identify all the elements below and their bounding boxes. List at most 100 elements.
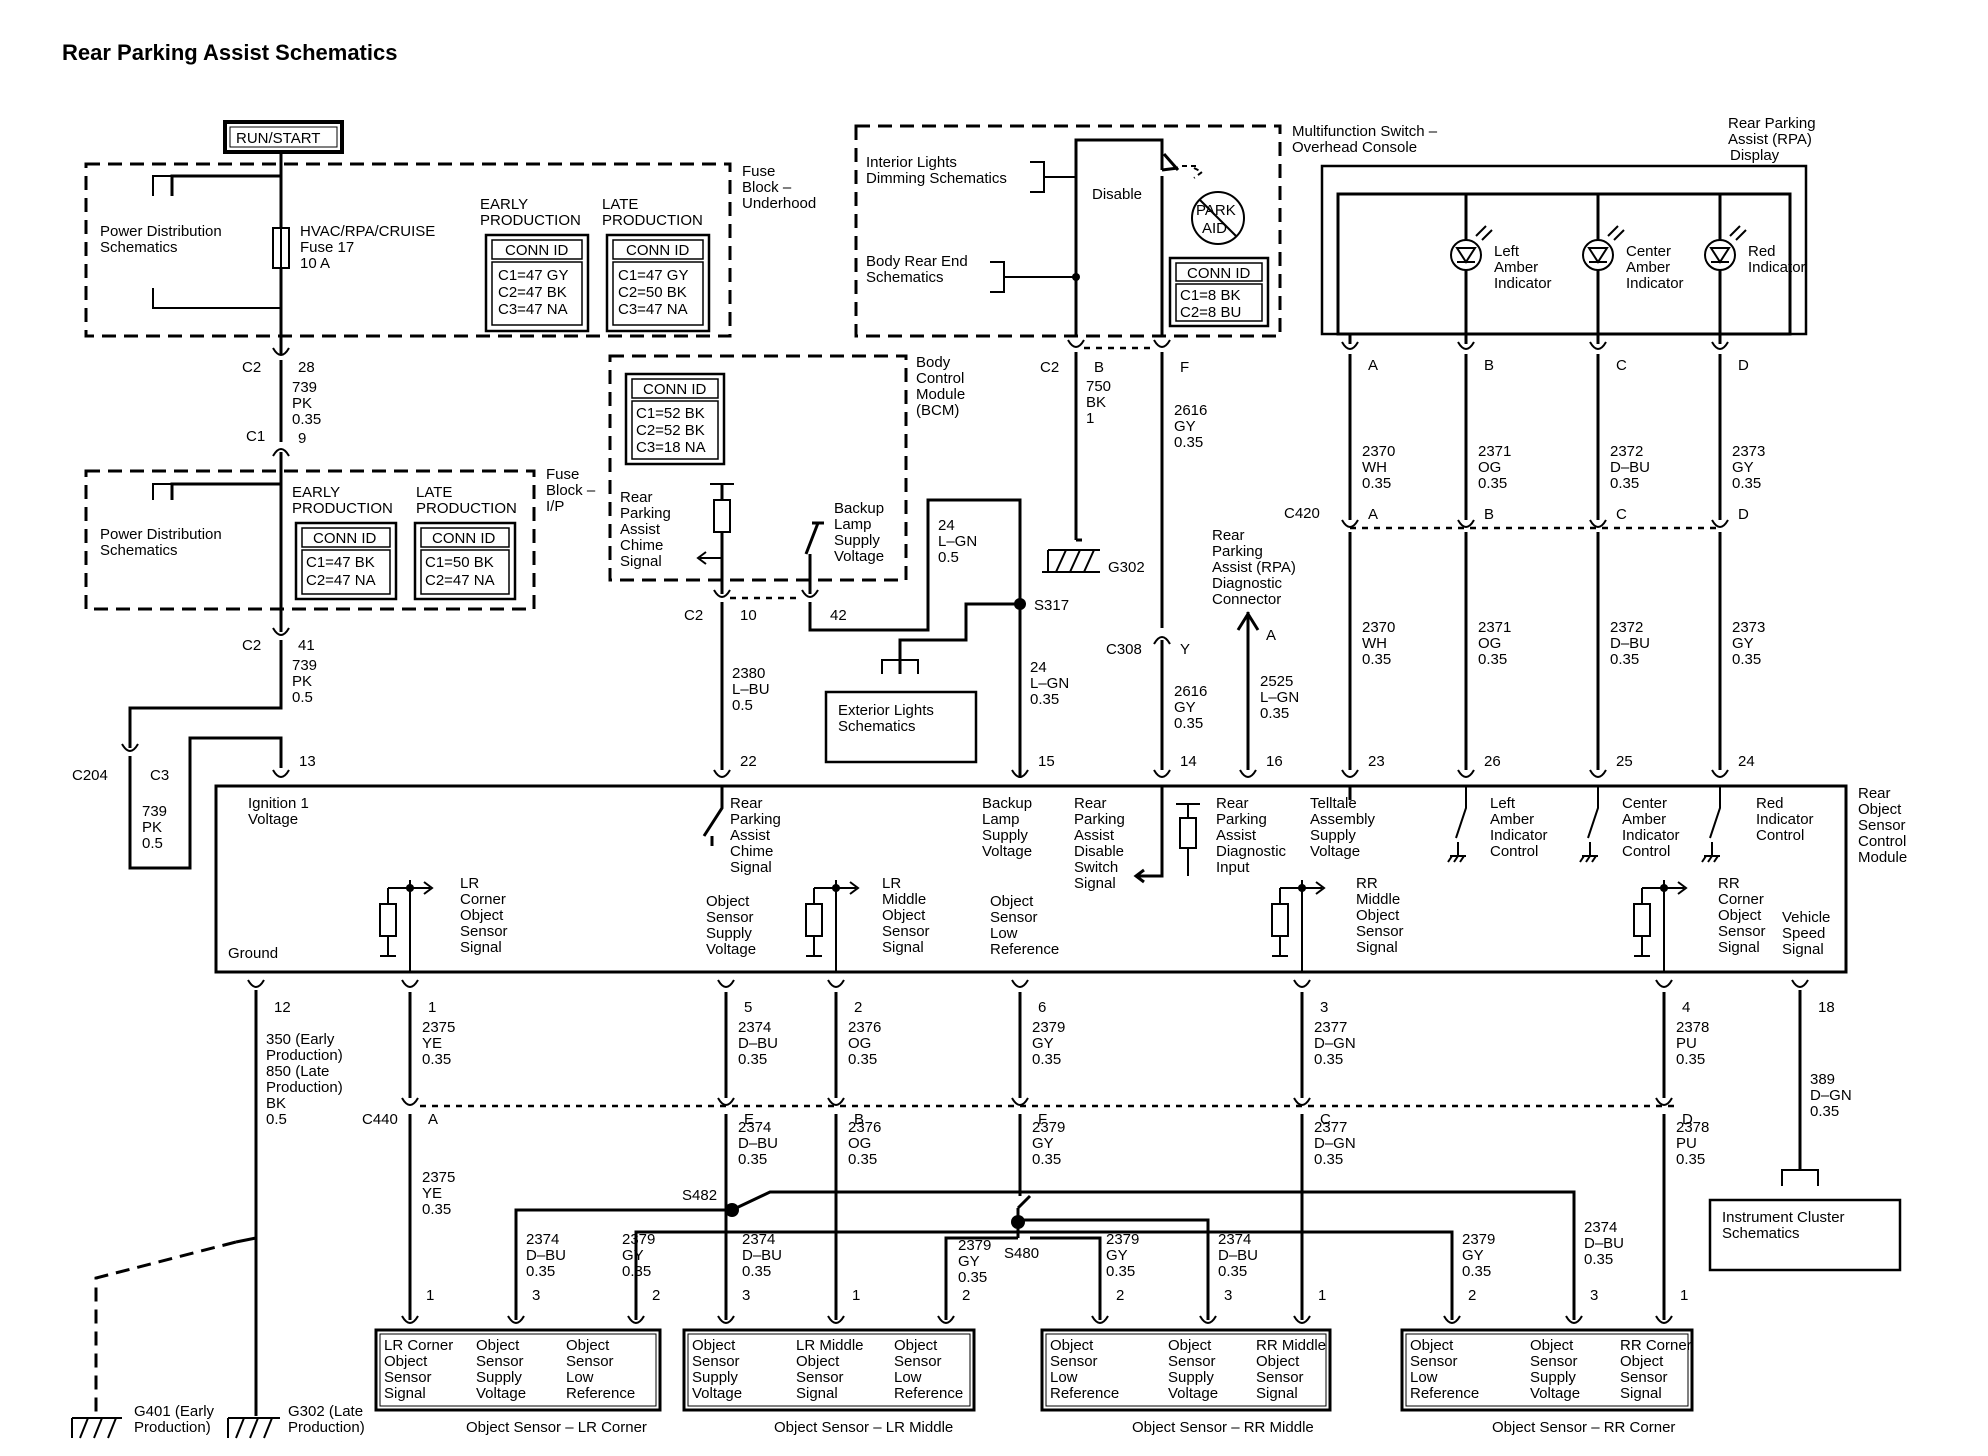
module-vss-label: Vehicle Speed Signal: [1782, 909, 1830, 958]
svg-text:Low: Low: [1410, 1369, 1438, 1386]
svg-text:Center: Center: [1622, 795, 1667, 812]
svg-text:D: D: [1738, 357, 1749, 374]
svg-text:D: D: [1682, 1111, 1693, 1128]
svg-text:Object: Object: [566, 1337, 610, 1354]
svg-text:OG: OG: [848, 1035, 871, 1052]
svg-text:2373: 2373: [1732, 619, 1765, 636]
s317-label: S317: [1034, 597, 1069, 614]
svg-text:C1=47 GY: C1=47 GY: [618, 267, 688, 284]
s482-splice: [725, 1203, 739, 1217]
svg-text:Red: Red: [1748, 243, 1776, 260]
svg-text:0.35: 0.35: [958, 1269, 987, 1286]
svg-text:0.35: 0.35: [742, 1263, 771, 1280]
module-chime-label: Rear Parking Assist Chime Signal: [730, 795, 781, 876]
svg-text:Middle: Middle: [1356, 891, 1400, 908]
svg-text:I/P: I/P: [546, 498, 564, 515]
module-bottom-pin-12: 12: [247, 979, 291, 1016]
svg-text:Object: Object: [1168, 1337, 1212, 1354]
svg-text:Object: Object: [1050, 1337, 1094, 1354]
svg-text:Supply: Supply: [1310, 827, 1356, 844]
svg-text:3: 3: [742, 1287, 750, 1304]
svg-text:0.35: 0.35: [738, 1151, 767, 1168]
svg-text:C2=8 BU: C2=8 BU: [1180, 304, 1241, 321]
svg-text:750: 750: [1086, 378, 1111, 395]
svg-text:Red: Red: [1756, 795, 1784, 812]
svg-text:350 (Early: 350 (Early: [266, 1031, 335, 1048]
svg-text:Sensor: Sensor: [1168, 1353, 1216, 1370]
svg-text:Production): Production): [134, 1419, 211, 1436]
svg-text:Schematics: Schematics: [1722, 1225, 1800, 1242]
g401-ground-icon: [71, 1417, 122, 1439]
svg-text:RR Corner: RR Corner: [1620, 1337, 1692, 1354]
svg-text:2379: 2379: [1032, 1019, 1065, 1036]
c2-28-label: C2 28: [242, 359, 315, 376]
svg-text:OG: OG: [1478, 459, 1501, 476]
ip-conn-id-late: CONN ID C1=50 BK C2=47 NA: [413, 521, 517, 601]
svg-text:0.35: 0.35: [738, 1051, 767, 1068]
svg-text:OG: OG: [1478, 635, 1501, 652]
svg-text:0.35: 0.35: [1676, 1051, 1705, 1068]
svg-text:0.35: 0.35: [292, 411, 321, 428]
indicator-led-icon-3: [1704, 194, 1747, 334]
svg-text:CONN ID: CONN ID: [626, 242, 690, 259]
svg-text:Block –: Block –: [742, 179, 792, 196]
module-lr-middle-label: LR Middle Object Sensor Signal: [882, 875, 930, 956]
svg-text:CONN ID: CONN ID: [313, 530, 377, 547]
svg-text:Parking: Parking: [1212, 543, 1263, 560]
pullup-resistor-icon-lr-corner: [379, 880, 434, 972]
diag-pin-a: A: [1266, 627, 1276, 644]
svg-text:0.35: 0.35: [422, 1201, 451, 1218]
svg-text:Schematics: Schematics: [100, 239, 178, 256]
svg-text:0.35: 0.35: [1478, 651, 1507, 668]
module-bottom-pin-2: 2: [827, 979, 862, 1016]
svg-text:C3=47 NA: C3=47 NA: [618, 301, 688, 318]
svg-text:Signal: Signal: [796, 1385, 838, 1402]
svg-text:0.35: 0.35: [1584, 1251, 1613, 1268]
module-diag-input-label: Rear Parking Assist Diagnostic Input: [1216, 795, 1287, 876]
svg-text:GY: GY: [1032, 1135, 1054, 1152]
svg-text:Sensor: Sensor: [692, 1353, 740, 1370]
svg-text:E: E: [744, 1111, 754, 1128]
svg-text:0.35: 0.35: [1030, 691, 1059, 708]
svg-text:2377: 2377: [1314, 1019, 1347, 1036]
svg-text:22: 22: [740, 753, 757, 770]
svg-text:C2=52 BK: C2=52 BK: [636, 422, 705, 439]
module-bottom-pin-6: 6: [1011, 979, 1046, 1016]
svg-text:GY: GY: [1732, 635, 1754, 652]
svg-text:Object: Object: [1530, 1337, 1574, 1354]
svg-text:3: 3: [1224, 1287, 1232, 1304]
svg-text:0.35: 0.35: [1106, 1263, 1135, 1280]
exterior-lights-box: Exterior Lights Schematics: [824, 690, 978, 764]
svg-text:Schematics: Schematics: [100, 542, 178, 559]
svg-text:Y: Y: [1180, 641, 1190, 658]
svg-text:Middle: Middle: [882, 891, 926, 908]
svg-text:CONN ID: CONN ID: [1187, 265, 1251, 282]
svg-text:Production): Production): [288, 1419, 365, 1436]
svg-text:Sensor: Sensor: [1050, 1353, 1098, 1370]
fuse-17-icon: [272, 227, 290, 269]
branch-2379-4: 2379 GY 0.35: [1462, 1231, 1495, 1280]
svg-text:0.5: 0.5: [292, 689, 313, 706]
svg-text:2374: 2374: [526, 1231, 559, 1248]
svg-text:Sensor: Sensor: [476, 1353, 524, 1370]
svg-text:Rear Parking Assist Schematics: Rear Parking Assist Schematics: [62, 40, 397, 65]
wire-2616-upper: 2616 GY 0.35: [1174, 402, 1207, 451]
svg-text:PRODUCTION: PRODUCTION: [480, 212, 581, 229]
wire-2380: 2380 L–BU 0.5: [732, 665, 770, 714]
svg-text:Input: Input: [1216, 859, 1250, 876]
svg-text:Chime: Chime: [620, 537, 663, 554]
svg-text:0.35: 0.35: [1174, 434, 1203, 451]
bcm-c2-10-label: C2 10: [684, 607, 757, 624]
svg-text:Sensor: Sensor: [1530, 1353, 1578, 1370]
svg-text:Sensor: Sensor: [1256, 1369, 1304, 1386]
svg-text:Production): Production): [266, 1079, 343, 1096]
body-rear-end-label: Body Rear End Schematics: [866, 253, 968, 286]
svg-text:389: 389: [1810, 1071, 1835, 1088]
module-ground-label: Ground: [228, 945, 278, 962]
svg-text:Object: Object: [1858, 801, 1902, 818]
c440-pin-F: F: [1011, 1097, 1047, 1128]
branch-2374-4: 2374 D–BU 0.35: [1584, 1219, 1624, 1268]
